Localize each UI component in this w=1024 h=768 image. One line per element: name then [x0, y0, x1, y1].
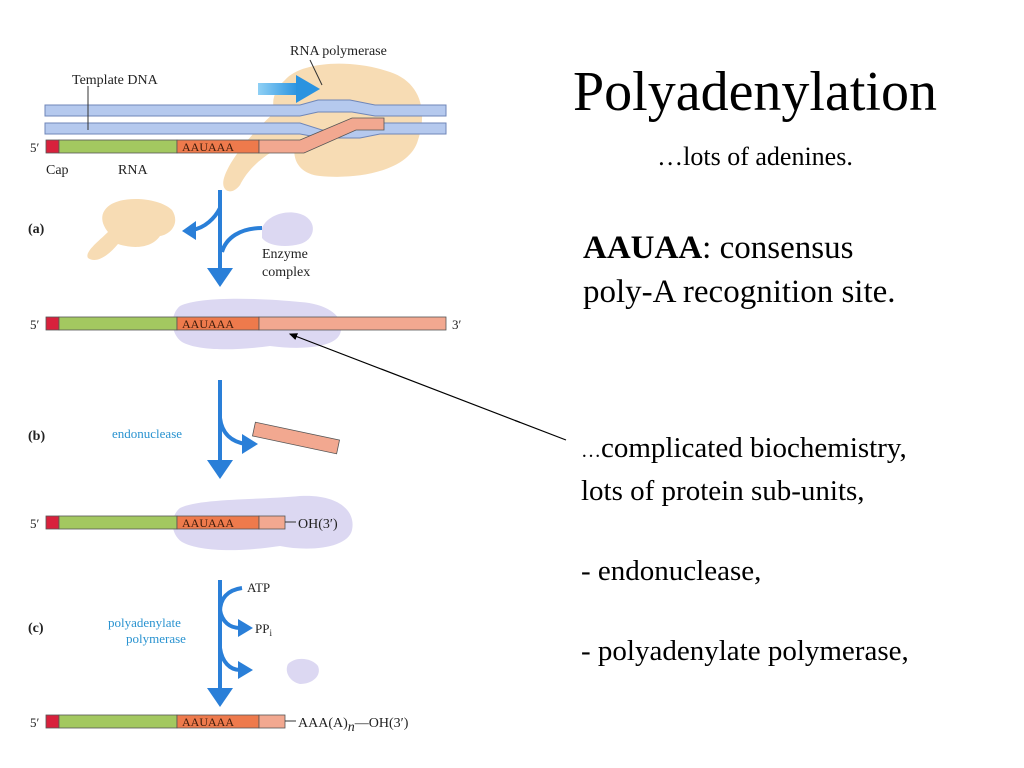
consensus-line-2: poly-A recognition site.	[583, 274, 896, 310]
step-b-label: (b)	[28, 429, 45, 444]
endonuclease-label: endonuclease	[112, 426, 182, 441]
released-enzyme	[286, 658, 319, 684]
signal-label: AAUAAA	[182, 140, 234, 154]
cleaved-fragment	[252, 421, 340, 455]
consensus-text: : consensus	[702, 230, 854, 266]
oh-end-label: OH(3′)	[298, 517, 338, 532]
arrow-step-c-ppi-head	[238, 619, 253, 637]
polya-tail-label: AAA(A)n—OH(3′)	[298, 716, 409, 735]
enzyme-label-2: complex	[262, 265, 310, 280]
signal-label: AAUAAA	[182, 516, 234, 530]
enzyme-label-1: Enzyme	[262, 247, 308, 262]
nascent-rna	[45, 117, 385, 154]
cleaved-mrna	[45, 515, 286, 530]
five-prime-label: 5′	[30, 715, 40, 730]
slide-title: Polyadenylation	[573, 61, 937, 123]
annotation-pointer	[288, 333, 520, 423]
five-prime-label: 5′	[30, 516, 40, 531]
step-a-label: (a)	[28, 222, 45, 237]
notes-block: …complicated biochemistry, lots of prote…	[581, 428, 1001, 671]
annotation-pointer-overlay	[514, 419, 567, 441]
notes-line-1: …complicated biochemistry,	[581, 432, 907, 464]
enzyme-complex-blob	[262, 212, 313, 246]
signal-label: AAUAAA	[182, 317, 234, 331]
arrow-step-b-branch-head	[242, 434, 258, 454]
arrow-step-c-release-head	[238, 661, 253, 679]
notes-line-2: lots of protein sub-units,	[581, 475, 865, 507]
transcription-arrow	[258, 75, 320, 103]
pre-mrna	[45, 316, 447, 331]
five-prime-label: 5′	[30, 140, 40, 155]
arrow-step-a-head	[207, 268, 233, 287]
five-prime-label: 5′	[30, 317, 40, 332]
cap-label: Cap	[46, 163, 69, 178]
rna-tail	[258, 117, 385, 154]
annotation-pointer-segment	[514, 419, 567, 441]
notes-line-3: - endonuclease,	[581, 555, 762, 587]
poly-polymerase-label-2: polymerase	[126, 631, 186, 646]
consensus-line-1: AAUAA: consensus	[583, 226, 1003, 270]
polyadenylation-diagram: RNA polymerase Template DNA 5′ Cap RNA A…	[28, 44, 520, 735]
rna-polymerase-blob	[223, 63, 423, 192]
rna-polymerase-pointer	[309, 59, 323, 86]
released-polymerase	[87, 198, 176, 261]
arrow-step-c-head	[207, 688, 233, 707]
notes-line-4: - polyadenylate polymerase,	[581, 635, 909, 667]
three-prime-label: 3′	[452, 317, 462, 332]
notes-ellipsis: …	[581, 440, 601, 462]
poly-polymerase-label-1: polyadenylate	[108, 615, 181, 630]
rna-label: RNA	[118, 163, 148, 178]
template-dna-label: Template DNA	[72, 73, 159, 88]
consensus-statement: AAUAA: consensus poly-A recognition site…	[583, 226, 1003, 314]
ppi-label: PPi	[255, 621, 272, 638]
atp-label: ATP	[247, 580, 270, 595]
arrow-step-a-branch-head	[182, 221, 196, 240]
rna-tail	[258, 316, 447, 331]
arrow-step-b-head	[207, 460, 233, 479]
rna-polymerase-label: RNA polymerase	[290, 44, 387, 59]
consensus-sequence: AAUAA	[583, 230, 703, 266]
step-c-label: (c)	[28, 621, 44, 636]
slide-subtitle: …lots of adenines.	[657, 142, 853, 171]
signal-label: AAUAAA	[182, 715, 234, 729]
arrow-step-c	[218, 580, 243, 690]
polyadenylated-mrna	[45, 714, 286, 729]
